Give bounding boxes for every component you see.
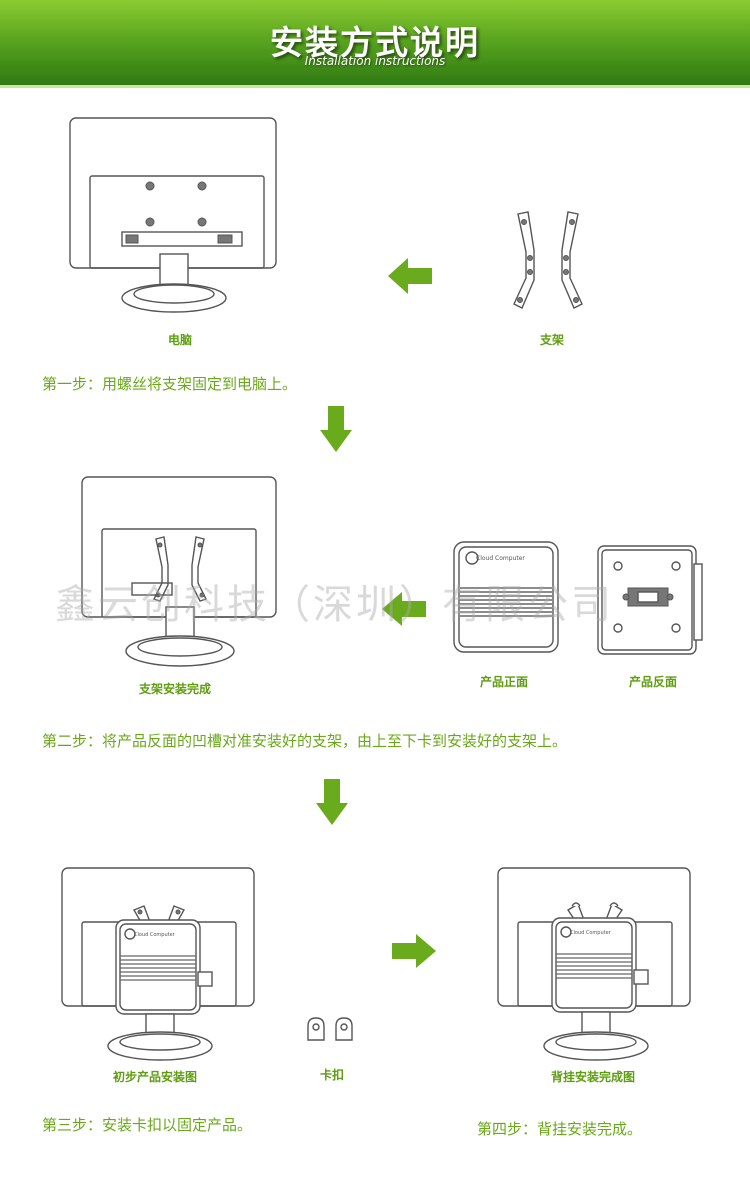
product-logo-text: Cloud Computer — [476, 555, 525, 562]
label-clip: 卡扣 — [319, 1068, 344, 1082]
step-3-text: 第三步：安装卡扣以固定产品。 — [42, 1116, 253, 1134]
step-2-text: 第二步：将产品反面的凹槽对准安装好的支架，由上至下卡到安装好的支架上。 — [42, 732, 568, 750]
monitor-back-illustration — [69, 117, 277, 313]
step-1-text: 第一步：用螺丝将支架固定到电脑上。 — [42, 375, 298, 393]
label-bracket-done: 支架安装完成 — [138, 682, 211, 696]
right-arrow-icon — [392, 934, 436, 968]
left-arrow-icon — [382, 592, 426, 626]
step-4-text: 第四步：背挂安装完成。 — [477, 1120, 643, 1138]
header-banner: 安装方式说明 Installation instructions — [0, 0, 750, 88]
watermark-text: 鑫云创科技（深圳）有限公司 — [55, 582, 614, 628]
monitor-initial-install-illustration: Cloud Computer — [61, 867, 255, 1061]
label-initial-install: 初步产品安装图 — [112, 1070, 197, 1084]
page-title: 安装方式说明 — [270, 23, 480, 62]
monitor-with-bracket-illustration — [81, 476, 277, 667]
product-logo-text: Cloud Computer — [570, 930, 612, 936]
label-hang-done: 背挂安装完成图 — [550, 1070, 635, 1084]
left-arrow-icon — [388, 258, 432, 294]
label-product-back: 产品反面 — [628, 675, 677, 689]
page-subtitle: Installation instructions — [304, 54, 446, 68]
product-logo-text: Cloud Computer — [134, 932, 176, 938]
product-front-illustration: Cloud Computer — [453, 541, 559, 653]
product-back-illustration — [597, 545, 703, 655]
monitor-hang-done-illustration: Cloud Computer — [497, 867, 691, 1061]
down-arrow-icon — [320, 406, 352, 452]
clips-illustration — [307, 1017, 353, 1041]
label-bracket: 支架 — [539, 333, 564, 347]
label-computer: 电脑 — [167, 333, 192, 347]
bracket-illustration — [513, 211, 583, 309]
label-product-front: 产品正面 — [479, 675, 528, 689]
down-arrow-icon — [316, 779, 348, 825]
